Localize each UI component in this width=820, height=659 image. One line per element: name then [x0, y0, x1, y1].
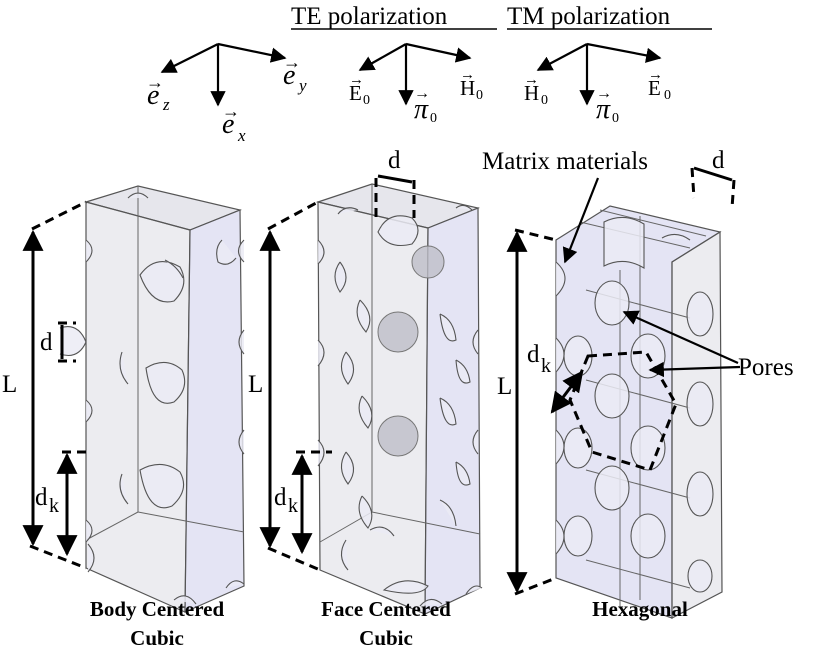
tm-pi0: π 0 →: [596, 85, 619, 126]
axis-ez: e z →: [146, 72, 170, 114]
header: TE polarization TM polarization: [291, 3, 712, 30]
bcc-dimensions: L d d k: [2, 200, 92, 570]
svg-text:→: →: [146, 72, 164, 92]
te-polarization-title: TE polarization: [291, 3, 448, 30]
tm-polarization-title: TM polarization: [507, 3, 671, 30]
captions: Body Centered Cubic Face Centered Cubic …: [90, 597, 688, 650]
svg-text:y: y: [297, 76, 307, 95]
te-e0: E 0 →: [349, 72, 370, 108]
svg-text:k: k: [49, 495, 59, 517]
svg-text:0: 0: [541, 93, 548, 108]
svg-text:d: d: [35, 484, 48, 511]
svg-text:H: H: [460, 76, 475, 100]
svg-text:e: e: [147, 80, 159, 111]
svg-text:→: →: [283, 52, 301, 72]
matrix-materials-label: Matrix materials: [482, 148, 648, 175]
svg-text:→: →: [596, 85, 612, 102]
svg-text:0: 0: [612, 111, 619, 126]
matrix-callout: Matrix materials: [482, 148, 648, 264]
hex-period-label: d k: [527, 341, 551, 377]
fcc-caption-line1: Face Centered: [321, 597, 451, 621]
svg-text:e: e: [283, 60, 295, 91]
svg-text:k: k: [288, 495, 298, 517]
svg-text:0: 0: [363, 93, 370, 108]
fcc-length-label: L: [248, 371, 263, 398]
tm-h0: H 0 →: [524, 72, 548, 108]
tm-e0: E 0 →: [648, 67, 671, 103]
bcc-period-label: d k: [35, 484, 59, 517]
svg-text:e: e: [222, 109, 234, 140]
te-h0: H 0 →: [460, 67, 483, 103]
svg-text:E: E: [648, 76, 661, 100]
te-axes: E 0 → π 0 → H 0 →: [349, 42, 483, 126]
svg-text:d: d: [527, 341, 540, 368]
fcc-caption-line2: Cubic: [359, 626, 413, 650]
svg-text:d: d: [274, 484, 287, 511]
svg-text:π: π: [414, 94, 429, 125]
svg-text:k: k: [541, 355, 551, 377]
bcc-pore-diameter-label: d: [40, 329, 53, 356]
basis-axes: e z → e x → e y →: [146, 42, 307, 145]
bcc-length-label: L: [2, 371, 17, 398]
bcc-caption-line2: Cubic: [130, 626, 184, 650]
pores-callout: Pores: [622, 310, 794, 381]
svg-text:→: →: [648, 67, 663, 83]
axis-ex: e x →: [222, 101, 246, 145]
svg-text:→: →: [414, 85, 430, 102]
fcc-pore-diameter-label: d: [388, 147, 401, 174]
fcc-block: [315, 183, 483, 615]
pores-label: Pores: [738, 354, 794, 381]
svg-text:→: →: [222, 101, 240, 121]
hex-dimensions: L d d k: [497, 147, 736, 596]
hex-length-label: L: [497, 373, 512, 400]
hex-pore-diameter-label: d: [712, 147, 725, 174]
bcc-caption-line1: Body Centered: [90, 597, 225, 621]
hex-block: [555, 205, 723, 619]
svg-text:→: →: [524, 72, 539, 88]
te-pi0: π 0 →: [414, 85, 437, 126]
axis-ey: e y →: [283, 52, 307, 95]
bcc-block: [59, 185, 245, 613]
fcc-period-label: d k: [274, 484, 298, 517]
svg-text:x: x: [237, 126, 246, 145]
fcc-dimensions: L d d k: [248, 147, 416, 572]
svg-text:0: 0: [476, 88, 483, 103]
hex-caption: Hexagonal: [592, 597, 688, 621]
svg-text:E: E: [349, 81, 362, 105]
svg-text:H: H: [524, 81, 539, 105]
svg-text:→: →: [460, 67, 475, 83]
svg-text:0: 0: [430, 111, 437, 126]
svg-text:z: z: [162, 95, 170, 114]
svg-text:→: →: [349, 72, 364, 88]
svg-text:0: 0: [664, 88, 671, 103]
svg-text:π: π: [596, 94, 611, 125]
tm-axes: H 0 → π 0 → E 0 →: [524, 42, 671, 126]
